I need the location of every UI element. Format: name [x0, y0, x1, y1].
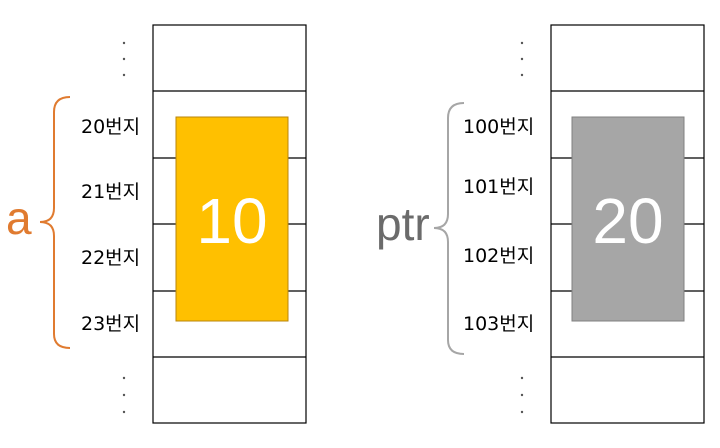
- left-ellipsis-top: [122, 41, 126, 77]
- address-label: 20번지: [81, 116, 140, 138]
- left-memory-column: 10: [152, 24, 307, 424]
- address-label: 100번지: [463, 116, 534, 138]
- variable-a-value: 10: [196, 185, 267, 257]
- variable-ptr-brace: [433, 102, 465, 355]
- left-address-labels: 20번지 21번지 22번지 23번지: [81, 116, 140, 335]
- address-label: 21번지: [81, 181, 140, 203]
- variable-a-value-box: [175, 116, 289, 322]
- address-label: 22번지: [81, 247, 140, 269]
- variable-a-name: a: [6, 192, 32, 244]
- variable-ptr-value: 20: [592, 185, 663, 257]
- address-label: 102번지: [463, 245, 534, 267]
- variable-a-brace: [39, 96, 71, 349]
- address-label: 101번지: [463, 176, 534, 198]
- left-ellipsis-bottom: [122, 376, 126, 414]
- right-address-labels: 100번지 101번지 102번지 103번지: [463, 116, 534, 335]
- variable-ptr-name: ptr: [376, 198, 430, 250]
- right-memory-column: 20: [550, 24, 705, 424]
- right-ellipsis-top: [520, 41, 524, 77]
- address-label: 103번지: [463, 313, 534, 335]
- right-ellipsis-bottom: [520, 376, 524, 414]
- variable-ptr-value-box: [571, 116, 685, 322]
- address-label: 23번지: [81, 313, 140, 335]
